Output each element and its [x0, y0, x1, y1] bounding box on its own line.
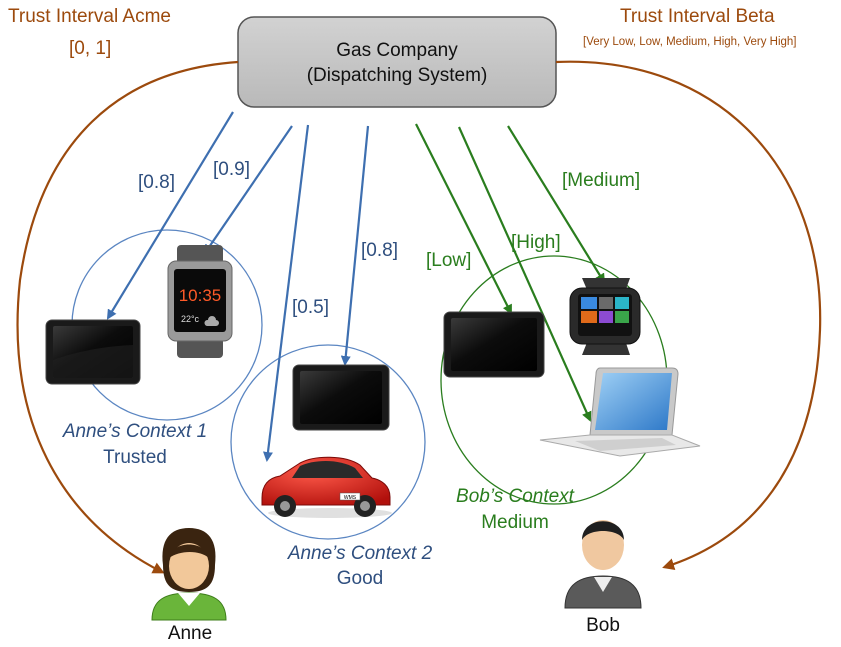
context2-status: Good — [336, 568, 384, 589]
trust-label-laptop: [High] — [511, 232, 561, 253]
anne-context-2-circle — [230, 344, 426, 540]
tablet-icon-2 — [292, 364, 390, 431]
trust-label-watch2: [Medium] — [562, 170, 641, 191]
bob-context-name: Bob’s Context — [456, 486, 574, 507]
trust-acme-title: Trust Interval Acme — [8, 6, 171, 27]
trust-beta-title: Trust Interval Beta — [620, 6, 775, 27]
smartwatch-icon: 10:35 22°c — [167, 245, 233, 358]
car-icon: WMS — [261, 456, 392, 518]
trust-label-tablet1: [0.8] — [138, 172, 175, 193]
green-arrow-laptop — [457, 126, 592, 422]
car-plate: WMS — [344, 495, 357, 501]
dispatcher-subtitle: (Dispatching System) — [306, 65, 488, 86]
green-arrow-tablet3 — [415, 123, 512, 315]
smartwatch-2-icon — [569, 278, 641, 355]
trust-beta-range: [Very Low, Low, Medium, High, Very High] — [583, 36, 797, 48]
blue-arrow-tablet2 — [340, 125, 370, 366]
tablet-icon — [45, 319, 141, 385]
watch-time: 10:35 — [179, 286, 222, 305]
trust-label-car: [0.5] — [292, 297, 329, 318]
trust-acme-range: [0, 1] — [69, 38, 112, 59]
beta-trust-arrow — [555, 60, 822, 570]
trust-label-watch1: [0.9] — [213, 159, 250, 180]
blue-arrow-watch1 — [203, 125, 293, 255]
trust-label-tablet2: [0.8] — [361, 240, 398, 261]
acme-trust-arrow — [16, 60, 239, 574]
context2-name: Anne’s Context 2 — [287, 543, 433, 564]
context1-name: Anne’s Context 1 — [62, 421, 208, 442]
green-arrow-watch2 — [507, 125, 606, 284]
bob-label: Bob — [586, 615, 620, 636]
dispatcher-box — [237, 16, 557, 108]
blue-arrow-car — [263, 124, 310, 462]
watch-temp: 22°c — [181, 314, 200, 324]
laptop-icon — [539, 367, 701, 457]
trust-label-tablet3: [Low] — [426, 250, 472, 271]
dispatcher-title: Gas Company — [336, 40, 458, 61]
context1-status: Trusted — [103, 447, 167, 468]
bob-context-status: Medium — [481, 512, 549, 533]
user-anne-icon — [151, 528, 227, 621]
user-bob-icon — [564, 520, 642, 609]
tablet-icon-3 — [443, 311, 545, 378]
blue-arrow-tablet1 — [106, 111, 234, 320]
anne-label: Anne — [167, 623, 213, 644]
